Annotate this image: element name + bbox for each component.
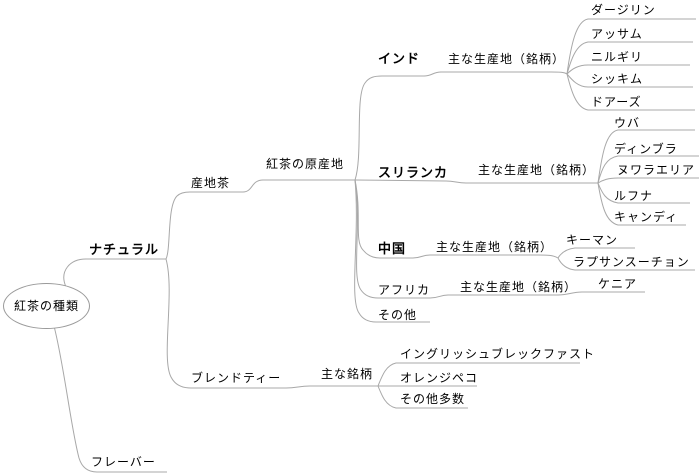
edge-srilanka-dimbula [597,155,699,184]
edge-origin-africa [354,179,645,299]
edge-india-nilgiri [566,64,690,75]
edge-origin-srilanka [354,179,598,184]
leaf-lapsang-souchong[interactable]: ラプサンスーチョン [573,255,690,269]
edge-blend-others [377,385,468,409]
node-china-sub[interactable]: 主な生産地（銘柄） [436,240,554,254]
leaf-orange-pekoe[interactable]: オレンジペコ [400,371,479,385]
leaf-keemun[interactable]: キーマン [566,233,619,247]
node-india-sub[interactable]: 主な生産地（銘柄） [448,52,566,66]
leaf-darjeeling[interactable]: ダージリン [591,3,656,17]
edge-origin-india [354,71,568,181]
edge-root-flavor [53,325,167,473]
edge-origin-others [354,179,430,323]
node-srilanka[interactable]: スリランカ [378,165,449,180]
edge-srilanka-nuwara [597,177,699,184]
node-africa[interactable]: アフリカ [378,283,431,297]
leaf-sikkim[interactable]: シッキム [591,72,644,86]
node-blend-sub[interactable]: 主な銘柄 [321,367,374,381]
leaf-blend-others[interactable]: その他多数 [400,392,466,406]
leaf-nilgiri[interactable]: ニルギリ [591,50,644,64]
leaf-kandy[interactable]: キャンディ [614,210,679,224]
node-flavor[interactable]: フレーバー [91,455,156,469]
edge-srilanka-ruhuna [597,182,690,204]
leaf-nuwara-eliya[interactable]: ヌワラエリア [617,163,696,177]
leaf-uva[interactable]: ウバ [614,116,641,130]
edge-china-lapsang [557,257,695,271]
node-sanchicha[interactable]: 産地茶 [191,176,231,190]
edge-india-dooars [566,73,695,111]
edge-srilanka-kandy [597,182,686,226]
root-node[interactable]: 紅茶の種類 [3,283,90,329]
edge-natural-blend [165,258,378,389]
edge-srilanka-uva [597,129,695,184]
node-natural[interactable]: ナチュラル [89,242,160,257]
root-label: 紅茶の種類 [13,299,79,313]
edge-india-sikkim [566,73,693,88]
edge-blend-english-breakfast [377,362,580,387]
edge-origin-china [354,179,559,259]
node-india[interactable]: インド [378,51,421,66]
node-africa-sub[interactable]: 主な生産地（銘柄） [460,280,578,294]
edge-india-assam [566,41,693,75]
edge-china-keemun [557,247,635,259]
leaf-assam[interactable]: アッサム [591,27,643,41]
node-others[interactable]: その他 [378,308,418,322]
node-origin[interactable]: 紅茶の原産地 [266,157,345,171]
edge-root-natural [63,258,166,288]
node-blend[interactable]: ブレンドティー [191,371,282,385]
leaf-dimbula[interactable]: ディンブラ [614,142,678,156]
leaf-dooars[interactable]: ドアーズ [591,95,642,109]
edge-natural-origin [165,179,355,260]
node-china[interactable]: 中国 [378,241,407,256]
node-srilanka-sub[interactable]: 主な生産地（銘柄） [478,163,596,177]
leaf-english-breakfast[interactable]: イングリッシュブレックファスト [400,347,596,361]
leaf-ruhuna[interactable]: ルフナ [614,189,654,203]
edge-india-darjeeling [566,18,696,75]
leaf-kenya[interactable]: ケニア [598,277,638,291]
